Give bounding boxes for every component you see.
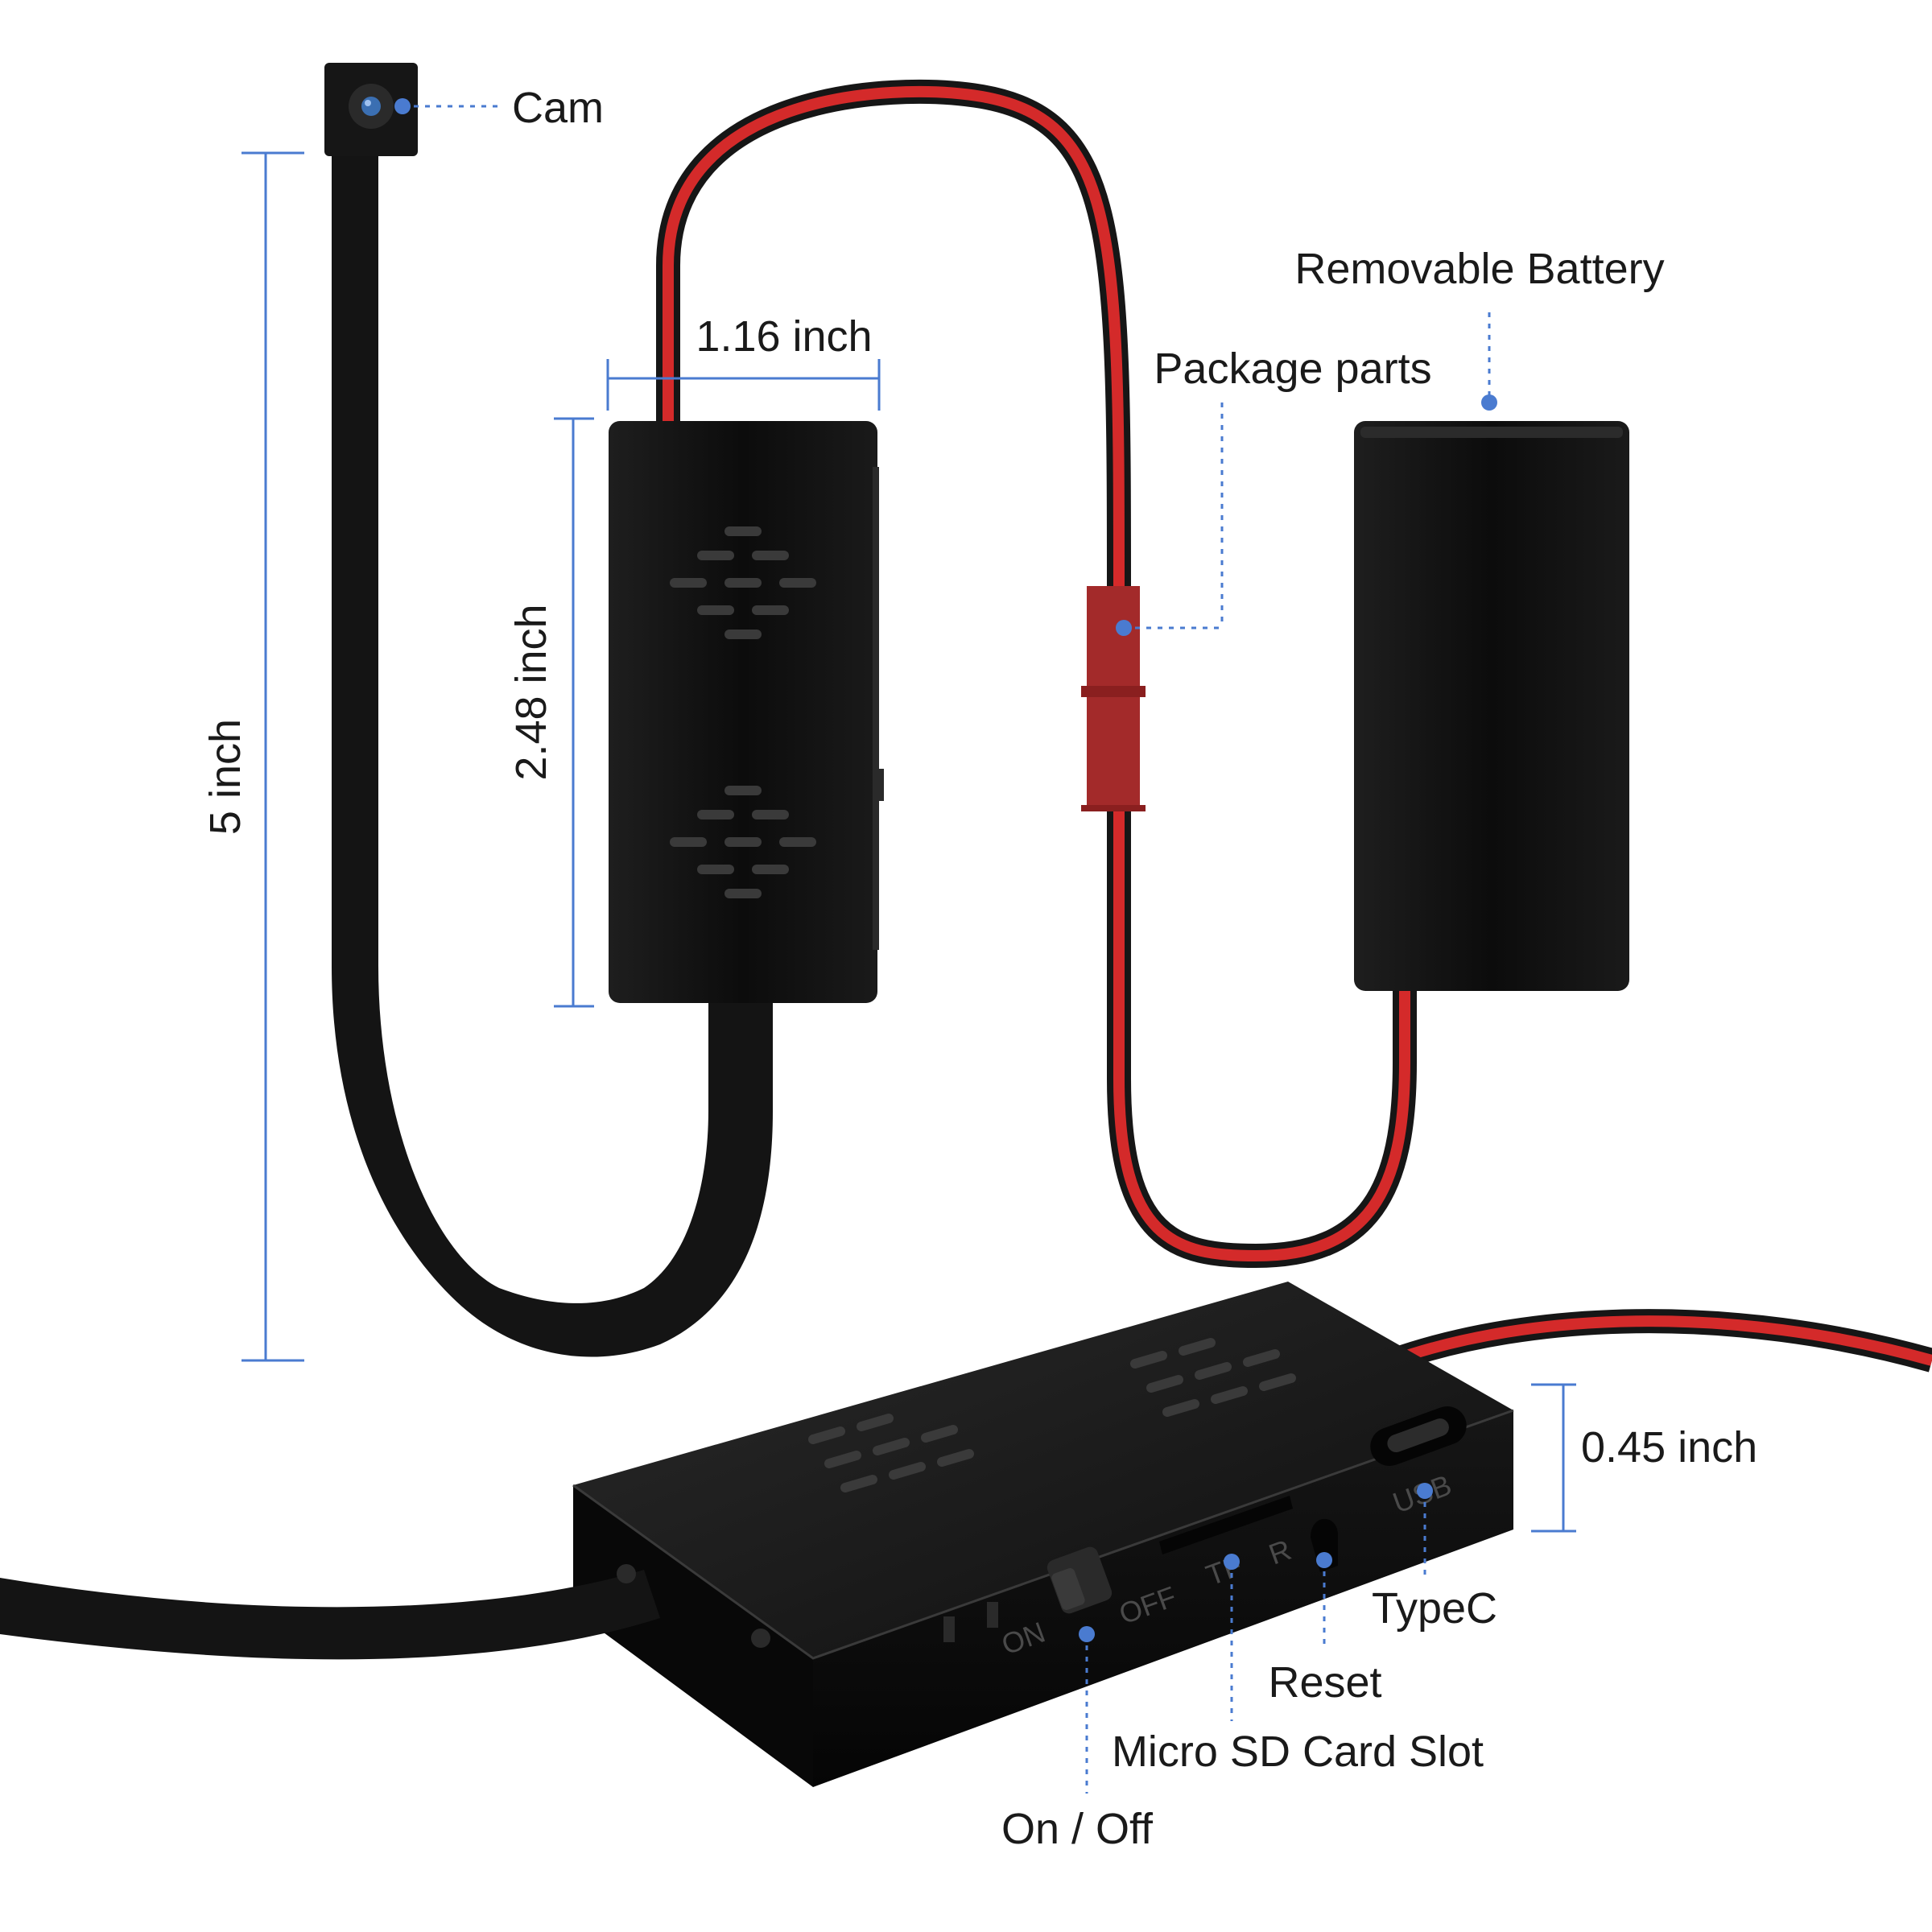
depth-dimension-label: 0.45 inch xyxy=(1581,1423,1757,1472)
callout-on-off: On / Off xyxy=(1001,1626,1154,1853)
callout-package-parts: Package parts xyxy=(1116,345,1432,636)
on-off-switch xyxy=(1046,1546,1113,1614)
on-off-label: On / Off xyxy=(1001,1805,1154,1853)
callout-typec: TypeC xyxy=(1372,1483,1497,1633)
cam-label: Cam xyxy=(512,84,604,132)
wire-connector xyxy=(1081,586,1146,811)
micro-sd-slot xyxy=(1159,1496,1293,1554)
callout-reset: Reset xyxy=(1268,1552,1382,1707)
typec-label: TypeC xyxy=(1372,1584,1497,1633)
camera-ribbon-cable xyxy=(332,145,773,1357)
perspective-grille-right xyxy=(1130,1338,1296,1417)
reset-label: Reset xyxy=(1268,1658,1381,1707)
width-dimension-label: 1.16 inch xyxy=(696,312,872,361)
removable-battery xyxy=(1354,421,1629,991)
callout-micro-sd: Micro SD Card Slot xyxy=(1112,1554,1484,1776)
cable-dimension-label: 5 inch xyxy=(201,719,250,835)
power-wire xyxy=(656,80,1417,1269)
dimension-2-48-inch: 2.48 inch xyxy=(507,417,594,1008)
speaker-grille-top xyxy=(670,526,816,639)
speaker-grille-bottom xyxy=(670,786,816,898)
dimension-5-inch: 5 inch xyxy=(201,151,304,1362)
main-unit-perspective-view: ON OFF TF R USB xyxy=(0,1282,1932,1787)
perspective-grille-left xyxy=(808,1414,974,1492)
removable-battery-label: Removable Battery xyxy=(1294,245,1664,293)
callout-removable-battery: Removable Battery xyxy=(1294,245,1665,411)
height-dimension-label: 2.48 inch xyxy=(507,604,555,780)
dimension-0-45-inch: 0.45 inch xyxy=(1531,1383,1757,1533)
main-unit-top-view xyxy=(609,421,884,1003)
callout-cam: Cam xyxy=(394,84,604,132)
dimension-1-16-inch: 1.16 inch xyxy=(606,312,881,411)
micro-sd-label: Micro SD Card Slot xyxy=(1112,1728,1484,1776)
package-parts-label: Package parts xyxy=(1154,345,1431,393)
camera-module xyxy=(324,63,418,156)
